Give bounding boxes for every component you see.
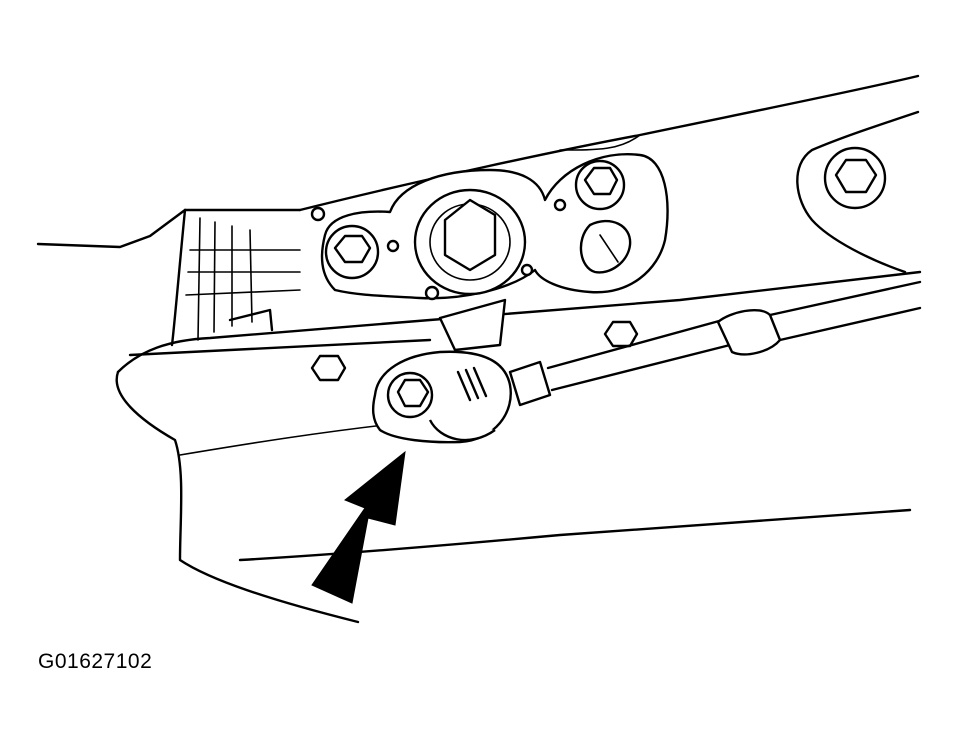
arrow-pointer-icon [311, 450, 406, 604]
bolt-right [823, 146, 887, 210]
figure-id-label: G01627102 [38, 650, 153, 673]
nut-small-right [603, 320, 639, 348]
nut-small-left [310, 354, 347, 382]
oil-pan [115, 270, 922, 624]
bolt-upper [574, 159, 626, 211]
ribbed-section [170, 208, 301, 347]
transmission-housing [36, 74, 920, 274]
shift-cable [508, 280, 922, 407]
bolt-left [324, 224, 380, 280]
shift-lever [371, 298, 512, 444]
